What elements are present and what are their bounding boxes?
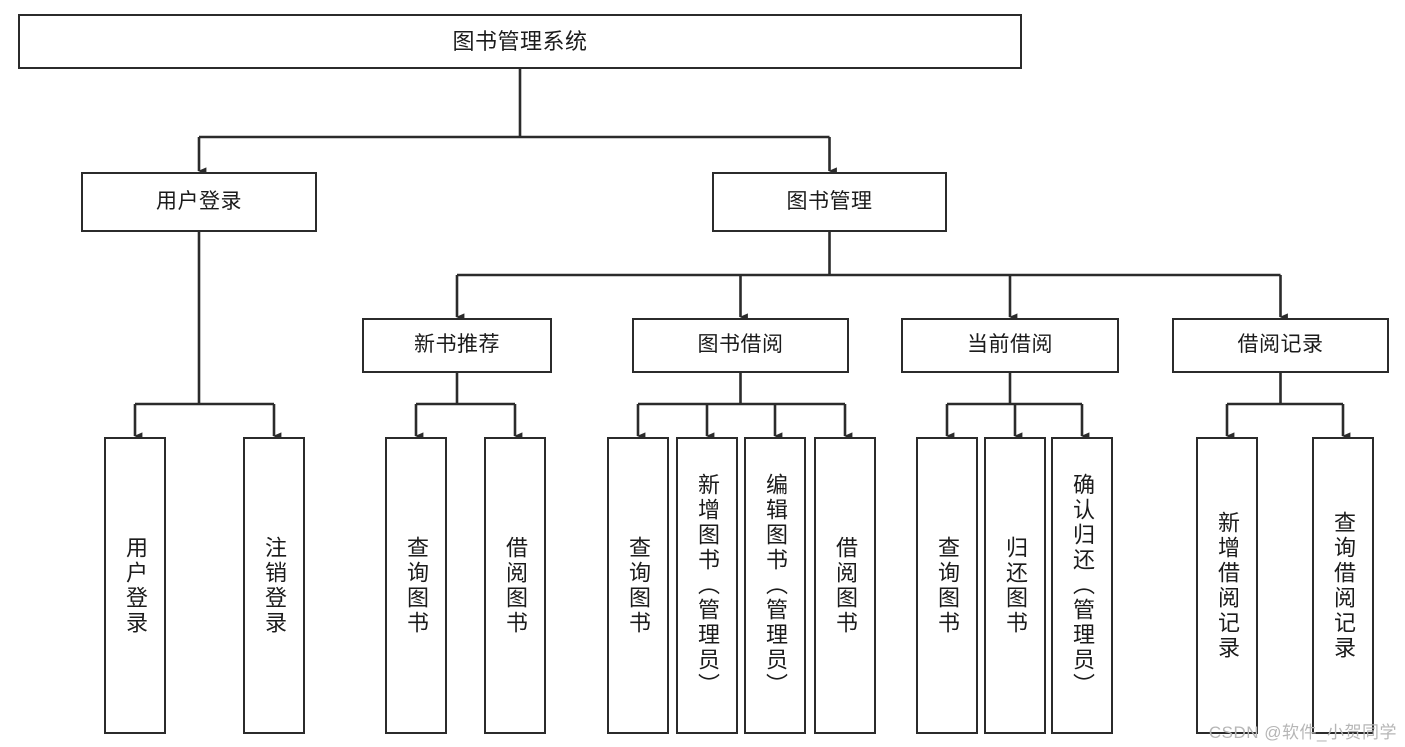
node-label: 新书推荐: [414, 333, 500, 357]
node-user-login[interactable]: 用户登录: [81, 172, 317, 232]
node-book-manage[interactable]: 图书管理: [712, 172, 947, 232]
node-leaf-borrow-book-1[interactable]: 借阅图书: [484, 437, 546, 734]
node-label: 借阅记录: [1237, 333, 1324, 357]
node-label: 查询图书: [404, 535, 429, 636]
node-current-borrow[interactable]: 当前借阅: [901, 318, 1119, 373]
node-leaf-borrow-book-2[interactable]: 借阅图书: [814, 437, 876, 734]
node-label: 查询图书: [935, 535, 960, 636]
node-leaf-query-book-2[interactable]: 查询图书: [607, 437, 669, 734]
node-new-book-rec[interactable]: 新书推荐: [362, 318, 552, 373]
node-label: 图书管理: [786, 189, 873, 213]
node-label: 借阅图书: [503, 535, 528, 636]
node-leaf-logout[interactable]: 注销登录: [243, 437, 305, 734]
node-label: 新增借阅记录: [1215, 510, 1240, 661]
node-leaf-add-book[interactable]: 新增图书（管理员）: [676, 437, 738, 734]
node-label: 图书管理系统: [452, 28, 588, 54]
node-root[interactable]: 图书管理系统: [18, 14, 1022, 69]
node-label: 用户登录: [156, 189, 242, 213]
node-label: 当前借阅: [967, 333, 1053, 357]
node-leaf-query-record[interactable]: 查询借阅记录: [1312, 437, 1374, 734]
node-book-borrow[interactable]: 图书借阅: [632, 318, 849, 373]
node-leaf-query-book-3[interactable]: 查询图书: [916, 437, 978, 734]
node-borrow-record[interactable]: 借阅记录: [1172, 318, 1389, 373]
node-label: 用户登录: [123, 535, 148, 636]
node-label: 归还图书: [1003, 535, 1028, 636]
node-leaf-edit-book[interactable]: 编辑图书（管理员）: [744, 437, 806, 734]
node-leaf-add-record[interactable]: 新增借阅记录: [1196, 437, 1258, 734]
node-leaf-return-book[interactable]: 归还图书: [984, 437, 1046, 734]
node-leaf-user-login[interactable]: 用户登录: [104, 437, 166, 734]
node-label: 确认归还（管理员）: [1070, 473, 1095, 698]
node-label: 借阅图书: [833, 535, 858, 636]
node-label: 查询借阅记录: [1331, 510, 1356, 661]
node-leaf-confirm-return[interactable]: 确认归还（管理员）: [1051, 437, 1113, 734]
node-label: 注销登录: [262, 535, 287, 636]
node-label: 新增图书（管理员）: [695, 473, 720, 698]
node-label: 编辑图书（管理员）: [763, 473, 788, 698]
node-label: 查询图书: [626, 535, 651, 636]
node-leaf-query-book-1[interactable]: 查询图书: [385, 437, 447, 734]
node-label: 图书借阅: [697, 333, 784, 357]
